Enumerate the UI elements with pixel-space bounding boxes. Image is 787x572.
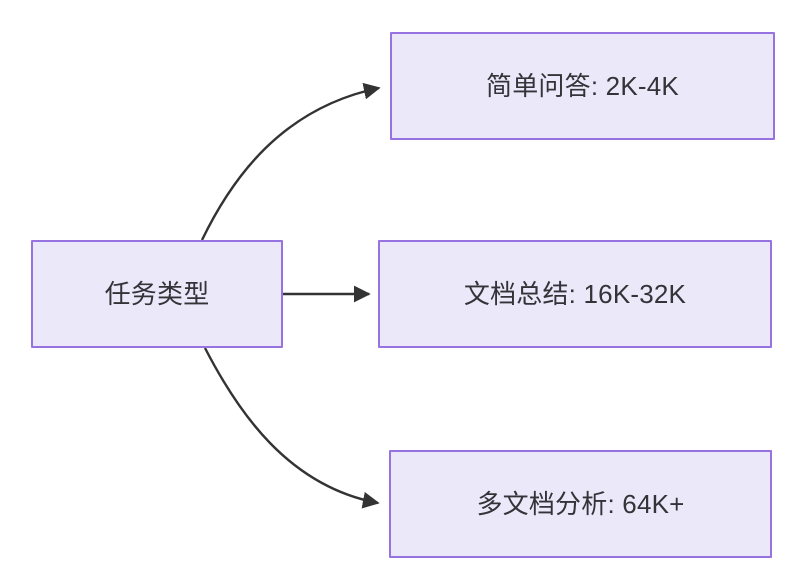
node-simple-qa[interactable]: 简单问答: 2K-4K	[390, 32, 775, 140]
node-label: 简单问答: 2K-4K	[486, 70, 679, 101]
node-label: 任务类型	[104, 278, 210, 309]
node-multi-document-analysis[interactable]: 多文档分析: 64K+	[389, 450, 772, 558]
edge-source-to-multidoc	[203, 347, 380, 509]
edge-source-to-simple	[200, 82, 381, 241]
node-label: 多文档分析: 64K+	[476, 488, 685, 519]
node-label: 文档总结: 16K-32K	[463, 278, 687, 309]
node-task-type[interactable]: 任务类型	[31, 240, 283, 348]
node-document-summary[interactable]: 文档总结: 16K-32K	[378, 240, 772, 348]
